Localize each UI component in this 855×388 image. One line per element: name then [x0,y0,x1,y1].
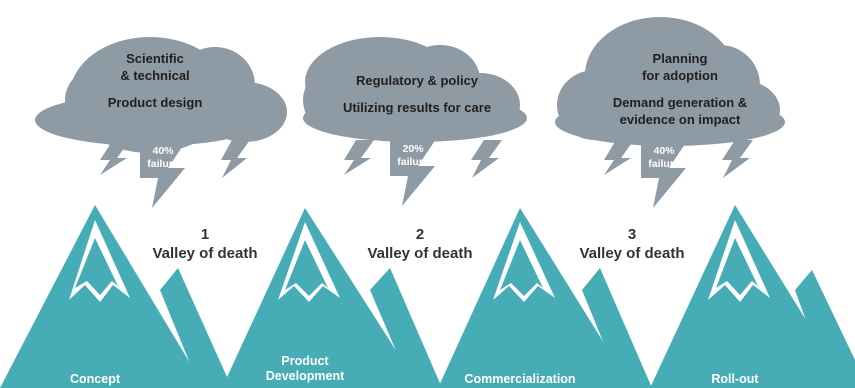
mountain-label-product-development-line-1: Product [281,354,329,368]
mountains [0,205,855,388]
valley-1: 1 Valley of death [135,225,275,263]
cloud-2-line-2: Utilizing results for care [342,100,492,115]
cloud-3-line-4: evidence on impact [619,112,741,127]
mountain-3 [438,208,632,388]
cloud-3 [555,17,785,146]
valley-2-label: Valley of death [367,245,473,262]
valley-1-label: Valley of death [152,245,258,262]
failure-label-3: failure [648,158,680,170]
failure-rate-3: 40% [653,145,675,157]
valley-2: 2 Valley of death [350,225,490,263]
mountain-label-product-development-line-2: Development [265,369,345,383]
mountain-label-commercialization: Commercialization [464,372,576,386]
lightning-bolts-1 [100,138,250,208]
cloud-1-line-1: Scientific [126,51,184,66]
valley-1-number: 1 [200,226,210,243]
failure-label-1: failure [147,158,179,170]
valley-3-number: 3 [627,226,637,243]
cloud-2-text: Regulatory & policy Utilizing results fo… [322,72,512,116]
mountain-label-roll-out: Roll-out [711,372,759,386]
failure-bolt-1 [140,138,188,208]
cloud-2-line-1: Regulatory & policy [355,73,479,88]
cloud-3-line-3: Demand generation & [612,95,748,110]
lightning-bolts-3 [604,138,753,208]
bolt-2-text: 20% failure [390,143,436,169]
failure-rate-1: 40% [152,145,174,157]
valley-3-label: Valley of death [579,245,685,262]
cloud-3-line-2: for adoption [642,68,718,83]
valley-2-number: 2 [415,226,425,243]
mountain-label-concept: Concept [70,372,120,386]
failure-bolt-2 [390,136,438,206]
cloud-3-line-1: Planning [652,51,708,66]
cloud-1-line-2: & technical [120,68,190,83]
ridge-3 [582,268,652,388]
cloud-1-line-3: Product design [107,95,203,110]
cloud-3-text: Planning for adoption Demand generation … [590,50,770,128]
valley-3: 3 Valley of death [562,225,702,263]
snow-inner [75,238,758,296]
ridge-2 [370,268,442,388]
bolt-1-text: 40% failure [140,145,186,171]
bolt-3-text: 40% failure [641,145,687,171]
failure-label-2: failure [397,156,429,168]
mountain-2 [222,208,420,388]
failure-bolt-3 [641,138,689,208]
ridge-4 [795,270,855,388]
mountain-label-product-development: Product Development [255,354,355,384]
failure-rate-2: 20% [402,143,424,155]
mountain-4 [650,205,848,388]
cloud-1-text: Scientific & technical Product design [95,50,215,111]
cloud-2 [303,37,527,142]
lightning-bolts-2 [344,136,502,206]
ridge-1 [160,268,232,388]
cloud-1 [35,37,287,153]
